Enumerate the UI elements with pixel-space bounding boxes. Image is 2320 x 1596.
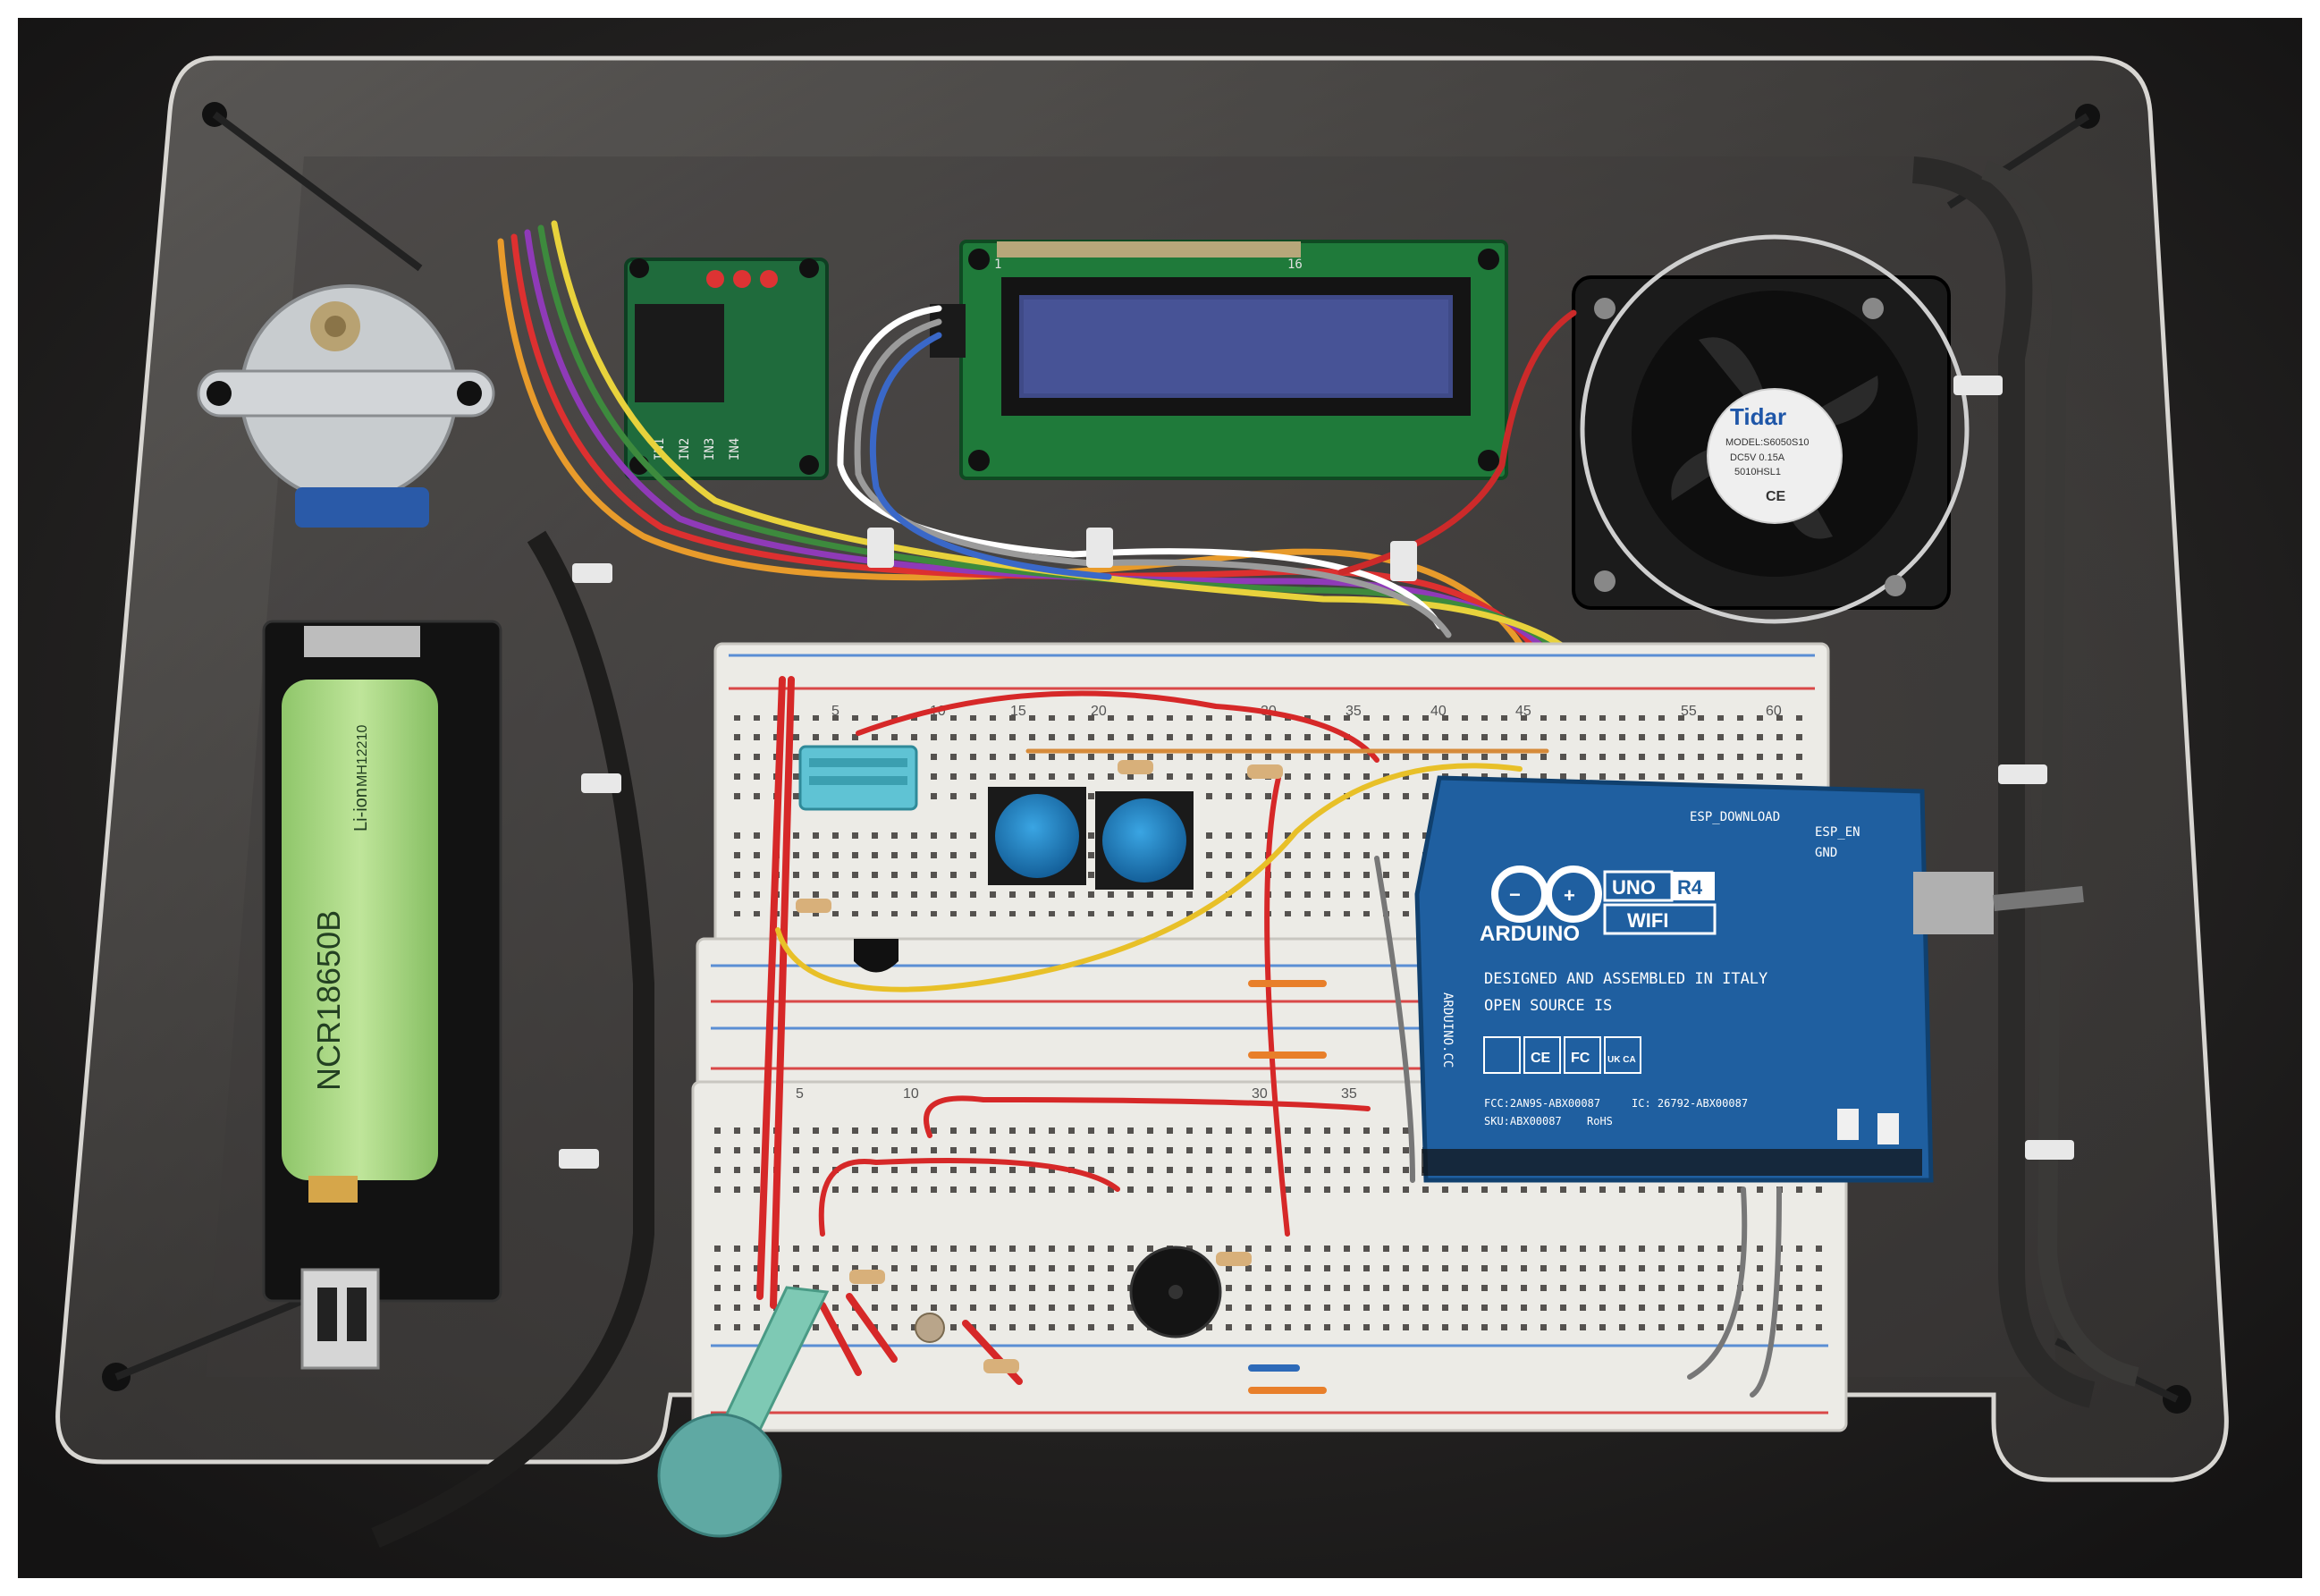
arduino-designed: DESIGNED AND ASSEMBLED IN ITALY [1484, 970, 1767, 988]
bb-top-num-40: 40 [1430, 704, 1447, 719]
arduino-rohs: RoHS [1587, 1115, 1613, 1127]
bb-top-num-60: 60 [1766, 704, 1782, 719]
bb-bot-num-35: 35 [1341, 1086, 1357, 1102]
braided-cable [371, 156, 2139, 1549]
pressure-sensor [657, 1286, 830, 1538]
bb-top-num-20: 20 [1091, 704, 1107, 719]
fan-ce-mark: CE [1766, 489, 1786, 504]
bb-top-num-35: 35 [1346, 704, 1362, 719]
battery-holder: NCR18650B Li-ion MH12210 [262, 620, 502, 1370]
bb-top-num-5: 5 [831, 704, 839, 719]
push-button-left [995, 794, 1079, 878]
svg-text:+: + [1564, 884, 1575, 907]
pin-label-in4: IN4 [728, 438, 742, 460]
arduino-cert-ukca: UK CA [1607, 1055, 1636, 1065]
arduino-web: ARDUINO.CC [1440, 992, 1455, 1068]
stepper-driver-board: IN1 IN2 IN3 IN4 [624, 258, 829, 480]
arduino-sku: SKU:ABX00087 [1484, 1115, 1562, 1127]
fan-hub-label [1707, 388, 1843, 524]
bb-top-num-15: 15 [1010, 704, 1026, 719]
pin-label-in3: IN3 [703, 438, 717, 460]
battery-label: NCR18650B Li-ion MH12210 [310, 725, 371, 1091]
transistor [854, 939, 898, 973]
bb-top-num-55: 55 [1681, 704, 1697, 719]
lcd-pin-last: 16 [1287, 258, 1303, 272]
stepper-motor [197, 284, 495, 528]
buzzer [1129, 1246, 1222, 1338]
arduino-name: ARDUINO [1480, 922, 1580, 946]
bb-bot-num-30: 30 [1252, 1086, 1268, 1102]
push-buttons [988, 787, 1194, 890]
arduino-cert-fc: FC [1571, 1051, 1590, 1066]
arduino-esp-en: ESP_EN [1815, 825, 1860, 840]
arduino-model: UNO [1612, 876, 1656, 899]
arduino-cert-ce: CE [1531, 1051, 1551, 1066]
usb-port [300, 1268, 380, 1370]
svg-text:−: − [1509, 883, 1521, 906]
arduino-gnd: GND [1815, 846, 1837, 860]
bb-top-num-45: 45 [1515, 704, 1531, 719]
resistors [796, 760, 1283, 1373]
breadboard-wires [756, 676, 1782, 1398]
arduino-esp-download: ESP_DOWNLOAD [1690, 810, 1780, 824]
battery-code: MH12210 [355, 725, 370, 787]
battery-model: NCR18650B [310, 910, 347, 1091]
photoresistor [915, 1313, 945, 1343]
fan-brand: Tidar [1730, 403, 1786, 430]
cooling-fan: Tidar MODEL:S6050S10 DC5V 0.15A 5010HSL1… [1572, 234, 1970, 624]
arduino-cert-marks [1483, 1036, 1641, 1074]
arduino-variant: WIFI [1627, 909, 1668, 932]
pin-label-in2: IN2 [678, 438, 692, 460]
battery-chem: Li-ion [351, 788, 371, 832]
fan-model: MODEL:S6050S10 [1725, 437, 1810, 448]
lcd-pin-first: 1 [994, 258, 1001, 272]
dht-sensor [798, 745, 918, 811]
push-button-right [1102, 798, 1186, 882]
arduino-rev: R4 [1677, 876, 1703, 899]
arduino-board: ESP_DOWNLOAD ESP_EN GND − + ARDUINO UNO … [1414, 775, 2084, 1183]
zip-ties [559, 376, 2074, 1169]
arduino-fcc: FCC:2AN9S-ABX00087 [1484, 1097, 1600, 1110]
bb-bot-num-10: 10 [903, 1086, 919, 1102]
arduino-ic: IC: 26792-ABX00087 [1632, 1097, 1748, 1110]
fan-code: 5010HSL1 [1734, 467, 1781, 477]
bb-bot-num-5: 5 [796, 1086, 804, 1102]
arduino-open-source: OPEN SOURCE IS [1484, 997, 1612, 1015]
lcd-display: 1 16 [930, 240, 1508, 480]
arduino-logo: − + [1491, 866, 1602, 923]
fan-rating: DC5V 0.15A [1730, 452, 1785, 463]
